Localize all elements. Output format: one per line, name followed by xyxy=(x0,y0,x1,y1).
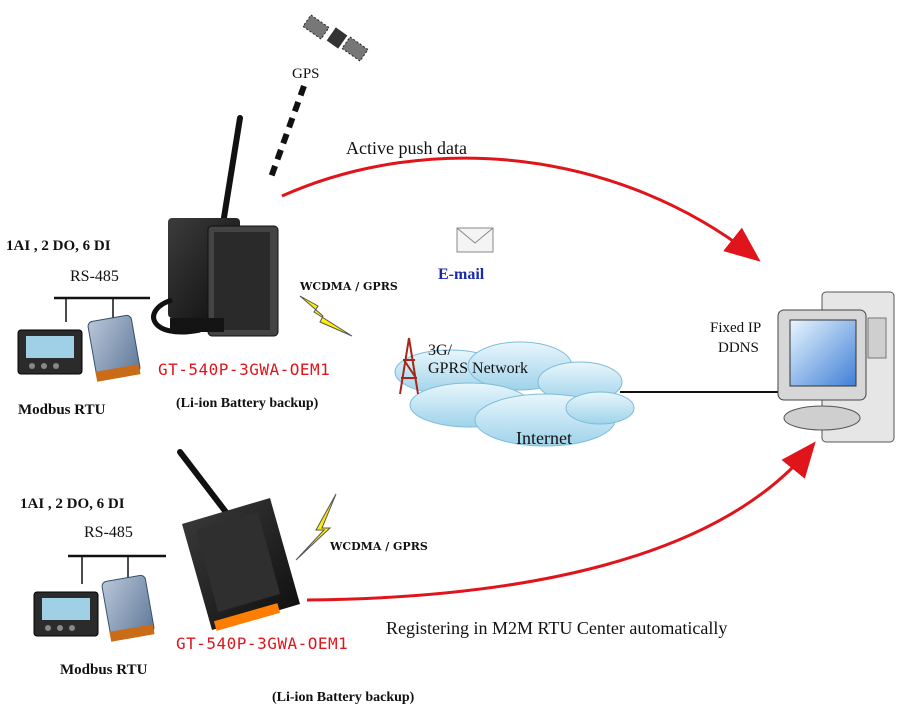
top-io-module xyxy=(87,314,141,382)
register-label: Registering in M2M RTU Center automatica… xyxy=(386,618,728,638)
server-ip-label: Fixed IP xyxy=(710,320,762,336)
gps-label: GPS xyxy=(292,66,320,82)
bottom-io-label: 1AI , 2 DO, 6 DI xyxy=(20,496,125,512)
gps-satellite-icon xyxy=(302,14,369,62)
push-data-arrow xyxy=(281,156,761,262)
top-model-label: GT-540P-3GWA-OEM1 xyxy=(158,360,331,379)
computer-icon xyxy=(777,291,895,443)
server-ddns-label: DDNS xyxy=(718,340,759,356)
bottom-model-label: GT-540P-3GWA-OEM1 xyxy=(176,634,349,653)
cell-label-2: GPRS Network xyxy=(428,360,529,377)
bottom-wcdma-label: WCDMA / GPRS xyxy=(330,540,428,553)
register-arrow xyxy=(306,441,816,602)
cell-tower-icon xyxy=(399,337,419,395)
bottom-modbus-label: Modbus RTU xyxy=(60,662,148,678)
internet-label: Internet xyxy=(516,428,572,448)
email-label: E-mail xyxy=(438,266,485,283)
top-meter-device xyxy=(17,329,83,375)
top-io-label: 1AI , 2 DO, 6 DI xyxy=(6,238,111,254)
top-wcdma-label: WCDMA / GPRS xyxy=(300,280,398,293)
gps-link-line xyxy=(267,84,307,182)
wireless-bolt-icon-bottom xyxy=(295,493,337,561)
top-rs485-label: RS-485 xyxy=(70,268,119,285)
bottom-io-module xyxy=(101,574,155,642)
top-modbus-label: Modbus RTU xyxy=(18,402,106,418)
bottom-meter-device xyxy=(33,591,99,637)
push-data-label: Active push data xyxy=(346,138,467,158)
wireless-bolt-icon-top xyxy=(299,295,353,337)
cloud-icon xyxy=(394,341,635,447)
bottom-gateway-device xyxy=(177,449,300,631)
cell-label-1: 3G/ xyxy=(428,342,452,359)
top-gateway-device xyxy=(151,115,279,337)
bottom-rs485-label: RS-485 xyxy=(84,524,133,541)
email-envelope-icon xyxy=(456,227,494,253)
bottom-battery-label: (Li-ion Battery backup) xyxy=(272,690,415,705)
top-battery-label: (Li-ion Battery backup) xyxy=(176,396,319,411)
